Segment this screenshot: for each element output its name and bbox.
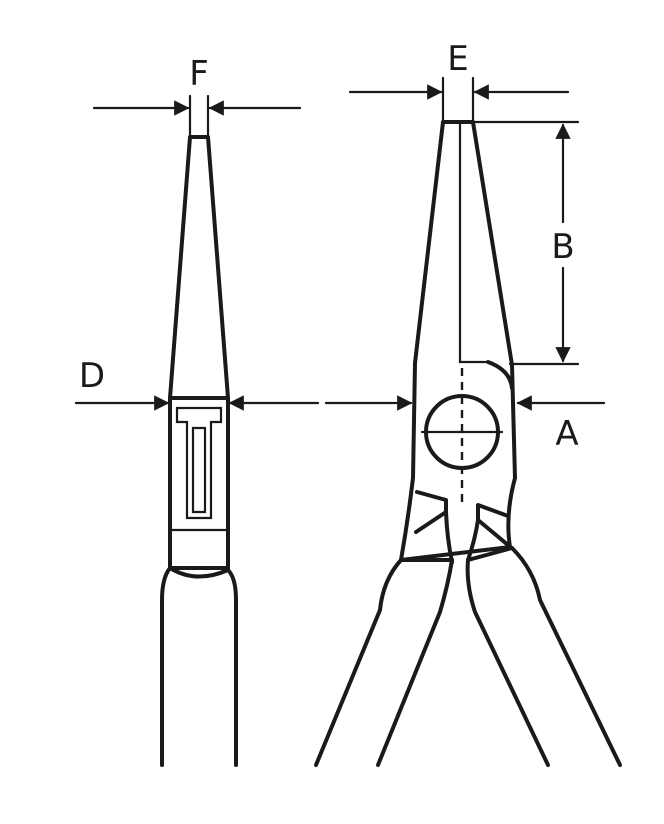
side-view-joint (168, 396, 230, 570)
front-view-left-handle (314, 558, 454, 767)
dimension-a: A (324, 395, 606, 454)
front-view (314, 120, 622, 767)
front-view-right-handle (465, 546, 622, 767)
label-e: E (447, 39, 468, 79)
front-view-jaws (399, 120, 517, 562)
dimension-f: F (92, 54, 302, 139)
label-a: A (555, 414, 578, 454)
dimension-d: D (74, 356, 320, 411)
jaw-gap (458, 122, 490, 364)
side-view-jaw (168, 135, 230, 400)
label-b: B (551, 227, 574, 267)
side-view (160, 135, 238, 767)
label-f: F (189, 54, 209, 94)
dimension-b: B (472, 120, 580, 366)
side-view-t-insert (175, 406, 223, 520)
side-view-handle (160, 566, 238, 767)
label-d: D (79, 356, 105, 396)
dimension-e: E (348, 39, 570, 124)
